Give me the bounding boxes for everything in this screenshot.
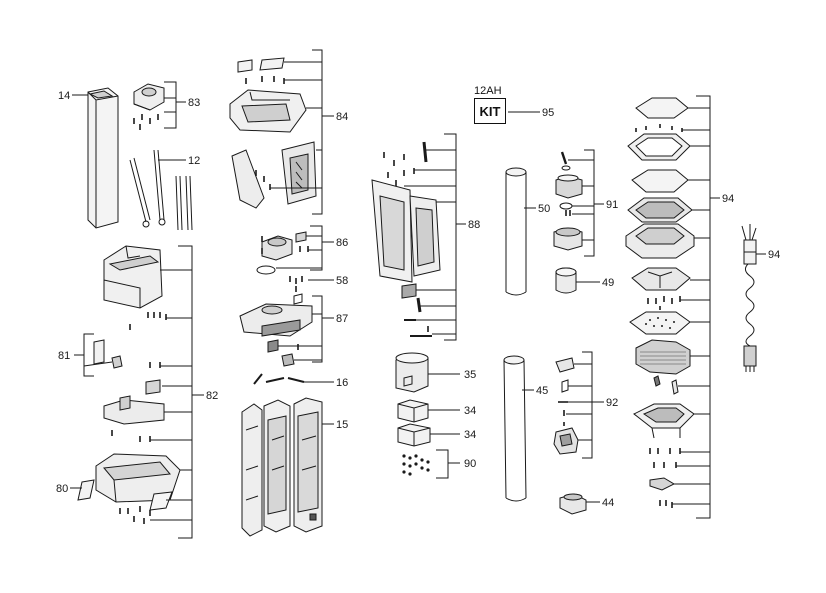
kit-capacity-label: 12AH [474,85,502,97]
part-pins-16 [253,373,305,385]
bracket-87 [312,295,323,363]
part-light-head-94 [625,97,695,508]
part-cap-49 [555,267,577,294]
bracket-90 [436,449,449,479]
bracket-92 [582,351,593,459]
bracket-91 [584,149,595,257]
callout-50: 50 [538,203,550,215]
bracket-83 [164,81,177,129]
callout-87: 87 [336,313,348,325]
part-lamp-head-87 [239,293,313,367]
part-tube-45 [503,355,527,502]
callout-90: 90 [464,458,476,470]
callout-58: 58 [336,275,348,287]
part-clamp-92 [553,357,579,455]
part-cable-94 [741,224,757,372]
part-cover-84 [229,57,317,209]
bracket-81 [83,333,94,377]
part-block-83 [133,83,165,130]
callout-83: 83 [188,97,200,109]
part-gear-86 [256,231,309,275]
part-screws-58 [289,276,303,292]
callout-34-lower: 34 [464,429,476,441]
callout-15: 15 [336,419,348,431]
callout-44: 44 [602,497,614,509]
part-column-15 [241,397,323,537]
callout-14: 14 [58,90,70,102]
part-pole-14 [87,87,119,229]
callout-45: 45 [536,385,548,397]
callout-35: 35 [464,369,476,381]
kit-label: KIT [479,103,501,119]
callout-34-upper: 34 [464,405,476,417]
callout-80: 80 [56,483,68,495]
part-sleeve-34b [397,423,431,447]
kit-box: KIT [474,98,506,124]
callout-84: 84 [336,111,348,123]
callout-16: 16 [336,377,348,389]
callout-labels: 14 83 12 84 86 58 87 16 15 81 82 80 88 3… [56,90,780,509]
bracket-84 [312,49,323,215]
callout-88: 88 [468,219,480,231]
part-frame-88 [371,141,441,337]
part-label-81 [93,339,123,369]
part-joint-91 [553,151,583,251]
part-pad-80 [77,479,95,501]
bracket-82 [178,245,193,539]
part-rods-12 [129,149,193,231]
callout-12: 12 [188,155,200,167]
callout-91: 91 [606,199,618,211]
part-tube-50 [505,167,527,296]
part-screws-90 [402,454,430,476]
callout-94-head: 94 [722,193,734,205]
callout-81: 81 [58,350,70,362]
callout-92: 92 [606,397,618,409]
callout-95: 95 [542,107,554,119]
part-sleeve-34a [397,399,429,423]
bracket-88 [444,133,457,341]
part-collar-35 [395,352,429,393]
bracket-86 [310,225,323,271]
bracket-94 [696,95,711,519]
part-housing-82 [95,245,181,524]
callout-86: 86 [336,237,348,249]
callout-49: 49 [602,277,614,289]
callout-94-cable: 94 [768,249,780,261]
part-knob-44 [559,493,587,515]
callout-82: 82 [206,390,218,402]
